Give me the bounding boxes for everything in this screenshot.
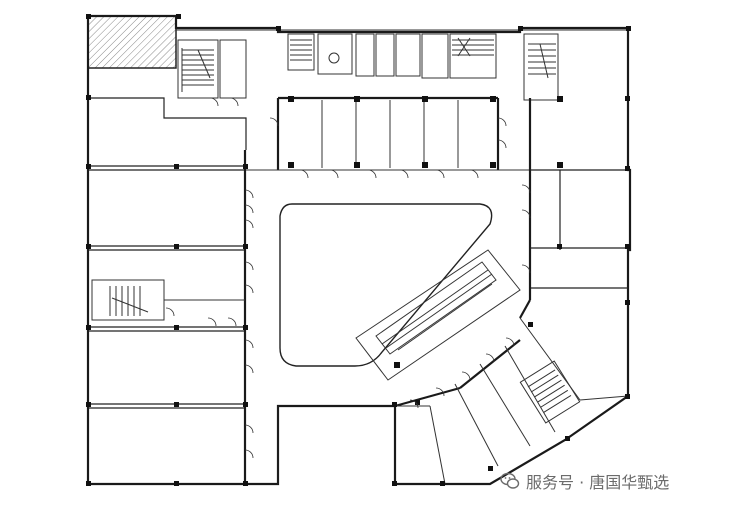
room [395,33,421,77]
fixture [328,52,340,64]
shop-partition [429,405,446,485]
toilet-room [317,33,353,75]
stair-treads [290,39,312,61]
stair-core-upper-left [177,39,219,99]
core-wall [88,97,247,150]
watermark: 服务号 · 唐国华甄选 [500,468,669,494]
shop-partition [479,363,531,447]
watermark-text: 服务号 · 唐国华甄选 [526,473,670,492]
stair-arrow [111,297,149,313]
wechat-bubble-icon [500,472,520,489]
shaft [375,33,395,77]
hatched-room [87,15,177,69]
stair-treads [452,39,494,56]
atrium-void [279,203,493,367]
structural-columns [86,14,631,486]
stair-treads [109,286,141,316]
shop-front-wall [394,386,461,408]
stair-arrow [539,43,549,79]
stair-arrow [457,37,471,57]
stair-treads [528,43,556,75]
stair-core-right [523,33,559,101]
stair-arrow [197,49,211,79]
stair-treads [182,49,214,86]
partition [579,395,629,401]
stair-core-top-right [449,33,497,79]
partition [519,317,581,401]
service-room [219,39,247,99]
door-swings [165,97,531,459]
room [421,33,449,79]
shop-partition [504,345,556,433]
stair-core-lower-right [519,360,581,424]
shop-partition [454,383,499,467]
shaft [355,33,375,77]
escalator [355,249,521,381]
stair-core-top [287,33,315,71]
right-corridor-wall [519,299,531,319]
stair-treads [527,369,572,413]
